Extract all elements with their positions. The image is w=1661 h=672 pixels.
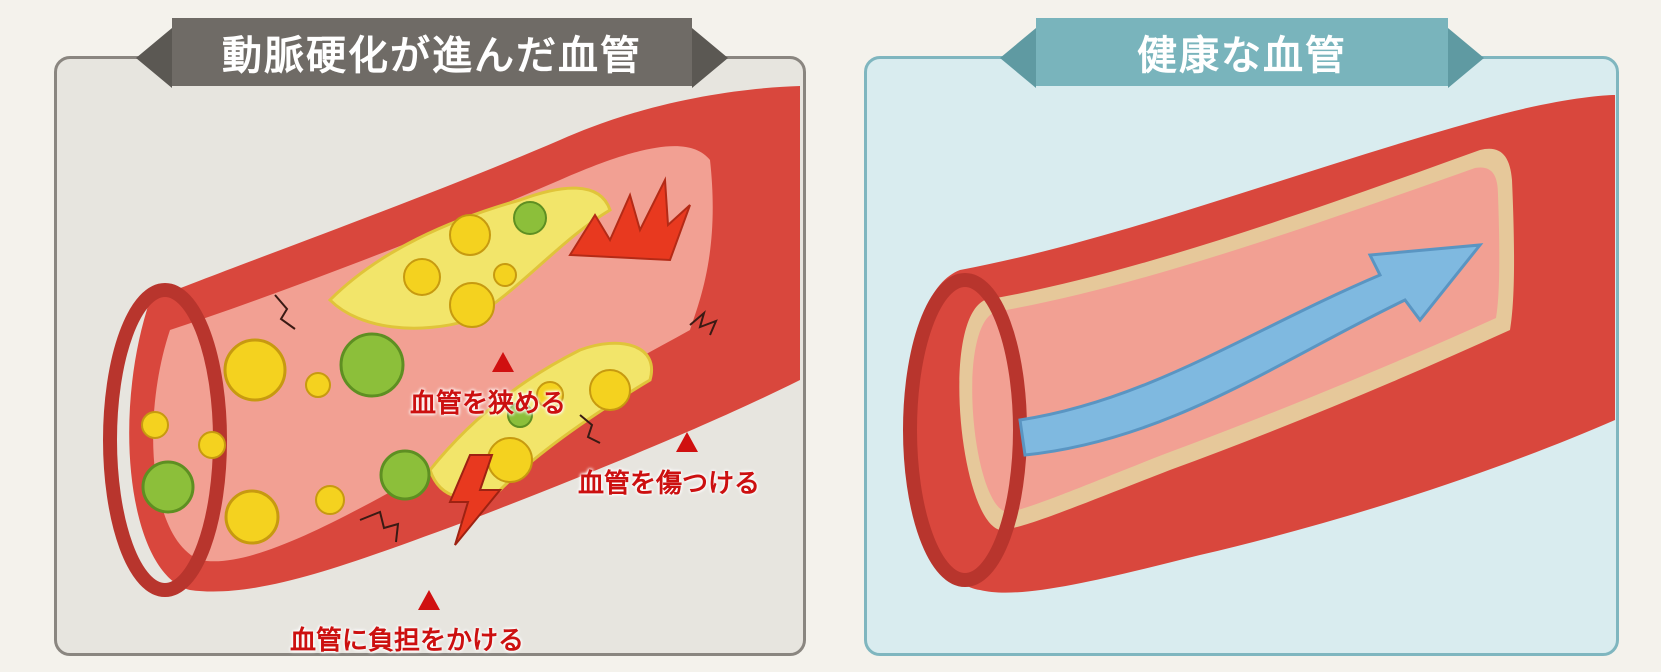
- healthy-vessel-title-banner: 健康な血管: [1036, 18, 1448, 86]
- plaque-particle: [226, 491, 278, 543]
- narrow-pointer-triangle: [492, 352, 514, 372]
- plaque-particle: [404, 259, 440, 295]
- plaque-particle: [306, 373, 330, 397]
- plaque-particle: [450, 283, 494, 327]
- plaque-particle: [488, 438, 532, 482]
- plaque-particle: [316, 486, 344, 514]
- healthy-vessel-title: 健康な血管: [1137, 23, 1347, 81]
- damage-pointer-triangle: [676, 432, 698, 452]
- plaque-particle: [494, 264, 516, 286]
- plaque-particle: [225, 340, 285, 400]
- diseased-vessel-title: 動脈硬化が進んだ血管: [222, 23, 642, 81]
- diseased-vessel-title-banner: 動脈硬化が進んだ血管: [172, 18, 692, 86]
- annotation-narrow: 血管を狭める: [410, 383, 566, 420]
- annotation-damage: 血管を傷つける: [578, 463, 760, 500]
- burden-pointer-triangle: [418, 590, 440, 610]
- annotation-burden: 血管に負担をかける: [290, 620, 524, 657]
- diseased-artery-illustration: [110, 86, 800, 592]
- green-particle: [143, 462, 193, 512]
- green-particle: [514, 202, 546, 234]
- plaque-particle: [142, 412, 168, 438]
- green-particle: [381, 451, 429, 499]
- healthy-artery-illustration: [909, 95, 1615, 593]
- plaque-particle: [450, 215, 490, 255]
- plaque-particle: [199, 432, 225, 458]
- green-particle: [341, 334, 403, 396]
- plaque-particle: [590, 370, 630, 410]
